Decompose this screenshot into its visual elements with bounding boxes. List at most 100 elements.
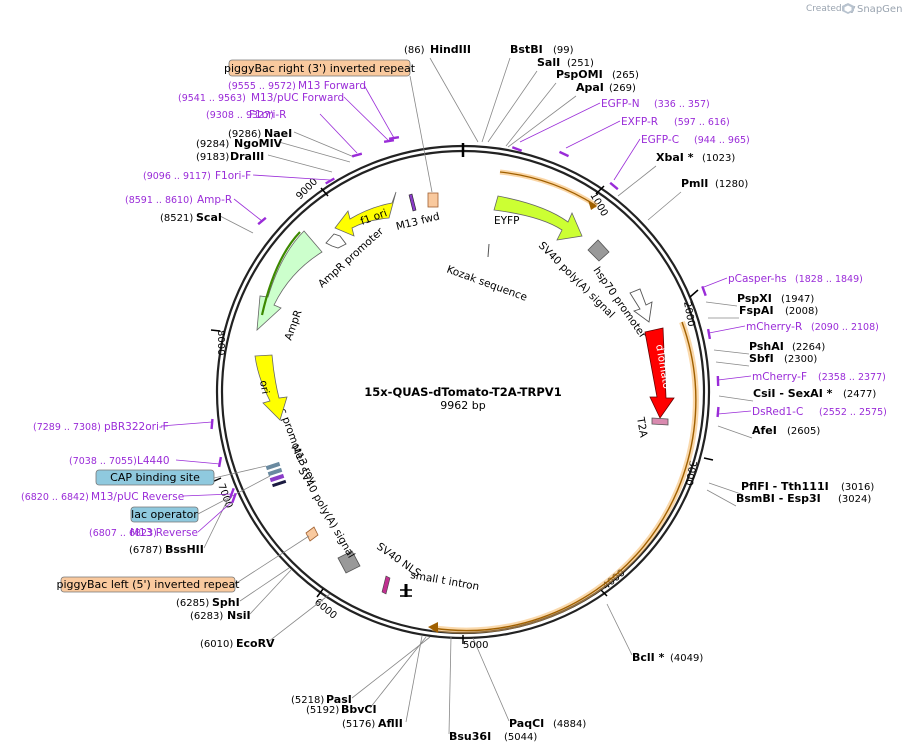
- sv40-nls-mark: [381, 575, 391, 595]
- enzyme-position: (1023): [702, 153, 735, 164]
- enzyme-leader: [606, 603, 633, 656]
- primer-leader: [182, 493, 233, 497]
- primer-position: (6807 .. 6823): [89, 528, 157, 539]
- primer-pcasper-hs: pCasper-hs: [728, 273, 787, 285]
- enzyme-paqci: PaqCI: [509, 717, 544, 730]
- primer-site-mark: [325, 177, 335, 185]
- tick-label: 9000: [294, 176, 320, 202]
- sv40-polya-2-label: SV40 poly(A) signal: [295, 466, 357, 561]
- primer-site-mark: [511, 146, 523, 152]
- enzyme-leader: [369, 636, 427, 709]
- enzyme-position: (2008): [785, 306, 818, 317]
- enzyme-pshai: PshAI: [749, 340, 784, 353]
- orange-arc-eyfp-line: [499, 171, 596, 206]
- orange-arc-eyfp-head: [588, 200, 597, 210]
- primer-leader: [717, 410, 752, 415]
- enzyme-position: (4049): [670, 653, 703, 664]
- feature-box-lac-operator: [130, 506, 199, 523]
- primer-position: (9308 .. 9327): [206, 110, 274, 121]
- primer-exfp-r: EXFP-R: [621, 116, 658, 128]
- enzyme-position: (5218): [291, 695, 324, 706]
- enzyme-leader: [706, 489, 737, 507]
- enzyme-position: (4884): [553, 719, 586, 730]
- primer-position: (597 .. 616): [674, 117, 730, 128]
- enzyme-leader: [617, 165, 657, 197]
- feature-box-label: piggyBac right (3') inverted repeat: [224, 62, 416, 75]
- primer-position: (9541 .. 9563): [178, 93, 246, 104]
- primer-site-mark: [716, 406, 720, 418]
- primer-leader: [175, 459, 221, 465]
- enzyme-position: (251): [567, 58, 594, 69]
- primer-l4440: L4440: [137, 455, 170, 467]
- ampr-arrow: [256, 230, 323, 331]
- enzyme-leader: [239, 567, 290, 602]
- ampr-dark-arc: [260, 231, 301, 316]
- enzyme-leader: [481, 57, 511, 143]
- enzyme-bstbi: BstBI: [510, 43, 543, 56]
- enzyme-leader: [267, 593, 331, 643]
- enzyme-leader: [293, 131, 355, 158]
- primer-position: (2090 .. 2108): [811, 322, 879, 333]
- primer-mcherry-r: mCherry-R: [746, 321, 802, 333]
- orange-arc-trpv1-head: [428, 622, 438, 633]
- enzyme-position: (86): [404, 45, 425, 56]
- enzyme-sali: SalI: [537, 56, 560, 69]
- primer-position: (7038 .. 7055): [69, 456, 137, 467]
- kozak-mark: [487, 243, 490, 258]
- primer-leader: [613, 138, 641, 181]
- enzyme-naei: NaeI: [264, 127, 292, 140]
- ori-label: ori: [257, 379, 271, 395]
- primer-position: (944 .. 965): [694, 135, 750, 146]
- tick-mark: [703, 457, 714, 461]
- feature-box-label: lac operator: [131, 508, 198, 521]
- enzyme-position: (5192): [306, 705, 339, 716]
- primer-egfp-n: EGFP-N: [601, 98, 640, 110]
- primer-m13-puc-reverse: M13/pUC Reverse: [91, 491, 184, 503]
- eyfp-label: EYFP: [494, 215, 519, 227]
- tick-mark: [316, 588, 324, 598]
- primer-leader: [197, 499, 235, 533]
- sv40-polya-2-box: [337, 550, 361, 574]
- primer-leader: [565, 120, 621, 149]
- enzyme-bbvci: BbvCI: [341, 703, 377, 716]
- enzyme-position: (6285): [176, 598, 209, 609]
- enzyme-scai: ScaI: [196, 211, 222, 224]
- enzyme-position: (8521): [160, 213, 193, 224]
- enzyme-position: (5044): [504, 732, 537, 743]
- enzyme-leader: [351, 636, 431, 699]
- enzyme-xbai: XbaI *: [656, 151, 694, 164]
- primer-position: (8591 .. 8610): [125, 195, 193, 206]
- feature-box-label: CAP binding site: [110, 471, 200, 484]
- enzyme-position: (1947): [781, 294, 814, 305]
- enzyme-bsmbi-esp3i: BsmBI - Esp3I: [736, 492, 821, 505]
- primer-m13-puc-forward: M13/pUC Forward: [251, 92, 344, 104]
- tick-mark: [689, 289, 699, 298]
- f1-ori-arrow: [334, 191, 397, 237]
- enzyme-pmli: PmlI: [681, 177, 708, 190]
- orange-feature-arcs: [428, 169, 699, 634]
- primer-position: (2358 .. 2377): [818, 372, 886, 383]
- small-orange-mark: [305, 526, 319, 542]
- m13-fwd-mark: [408, 193, 417, 212]
- primer-leader: [319, 113, 358, 154]
- enzyme-position: (269): [609, 83, 636, 94]
- ampr-promoter-arrow: [325, 233, 347, 249]
- primer-dsred1-c: DsRed1-C: [752, 406, 803, 418]
- orange-arc-trpv1-line: [431, 321, 697, 632]
- enzyme-pspomi: PspOMI: [556, 68, 603, 81]
- primer-amp-r: Amp-R: [197, 194, 232, 206]
- primer-site-mark: [351, 152, 363, 158]
- feature-box-cap-binding-site: [95, 469, 215, 486]
- enzyme-leader: [507, 95, 577, 148]
- enzyme-leader: [717, 425, 753, 439]
- primer-leader: [519, 102, 601, 143]
- primer-leader: [717, 375, 752, 381]
- primer-leader: [233, 198, 263, 222]
- m13-fwd-label: M13 fwd: [395, 210, 441, 232]
- enzyme-position: (5176): [342, 719, 375, 730]
- enzyme-ngomiv: NgoMIV: [234, 137, 283, 150]
- primer-leader: [252, 174, 331, 181]
- enzyme-position: (2264): [792, 342, 825, 353]
